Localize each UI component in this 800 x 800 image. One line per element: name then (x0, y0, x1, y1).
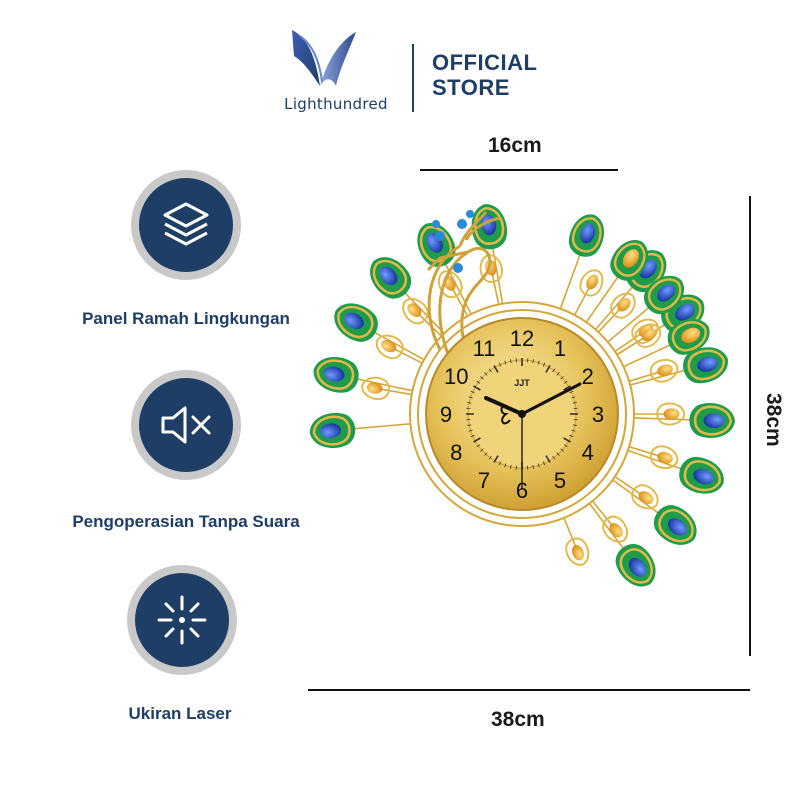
clock-number: 9 (440, 402, 452, 427)
bottom-width-label: 38cm (491, 708, 545, 731)
clock-number: 8 (450, 440, 462, 465)
peacock-feather (649, 445, 679, 469)
clock-number: 6 (516, 478, 528, 503)
peacock-feather (334, 303, 378, 342)
peacock-eye (453, 263, 463, 273)
top-width-label: 16cm (488, 134, 542, 157)
peacock-feather (631, 484, 659, 510)
official-store-label: OFFICIAL STORE (432, 50, 537, 100)
feather-group (309, 204, 735, 587)
peacock-feather (309, 412, 356, 448)
peacock-feather (569, 214, 604, 257)
official-label: OFFICIAL (432, 50, 538, 75)
clock-number: 2 (582, 364, 594, 389)
peacock-feather (602, 515, 628, 543)
layers-icon (163, 202, 209, 246)
clock-center-cap (518, 410, 526, 418)
mute-speaker-icon (161, 406, 211, 444)
bottom-width-line (308, 689, 750, 691)
peacock-feather (615, 544, 656, 587)
peacock-feather (649, 359, 679, 383)
feature-eco-panel-badge (131, 170, 241, 280)
laser-burst-icon (157, 595, 207, 645)
peacock-feather (361, 376, 390, 400)
header-divider (412, 44, 414, 112)
clock-number: 1 (554, 336, 566, 361)
peacock-feather (375, 334, 404, 360)
clock-number: 7 (478, 468, 490, 493)
middle-ring (417, 309, 627, 519)
clock-number: 11 (473, 336, 496, 361)
feature-silent-label: Pengoperasian Tanpa Suara (72, 512, 300, 531)
top-width-line (420, 169, 618, 171)
peacock-feather (654, 505, 697, 545)
peacock-feather (656, 402, 686, 426)
clock-number: 10 (444, 364, 468, 389)
clock-brand: JJT (514, 378, 530, 388)
peacock-feather (679, 457, 724, 494)
clock-hands (484, 382, 582, 488)
peacock-feather (579, 269, 604, 297)
peacock-feather (610, 292, 636, 319)
height-line (749, 196, 751, 656)
clock-number: 12 (510, 326, 534, 351)
feature-silent-badge (131, 370, 241, 480)
peacock-feather (643, 275, 684, 315)
clock-number: 4 (582, 440, 594, 465)
peacock-feather (313, 357, 359, 393)
feature-laser-badge (127, 565, 237, 675)
peacock-feather (667, 318, 710, 355)
peacock-feather (634, 323, 662, 348)
peacock-feather (370, 257, 412, 299)
clock-number: 3 (592, 402, 604, 427)
outer-ring (409, 301, 635, 527)
minute-ticks (466, 358, 578, 470)
peacock-feather (689, 403, 735, 438)
brand-logo-icon (292, 30, 356, 86)
clock-number: 5 (554, 468, 566, 493)
peacock-feather (402, 298, 429, 325)
brand-name: Lighthundred (284, 95, 388, 113)
feature-laser-label: Ukiran Laser (128, 704, 232, 723)
minute-hand (520, 382, 582, 416)
peacock-feather (565, 537, 590, 566)
height-label: 38cm (762, 393, 785, 447)
peacock-feather (683, 347, 728, 384)
peacock-feather (610, 240, 648, 281)
feature-eco-panel-label: Panel Ramah Lingkungan (82, 309, 290, 328)
crest-gems (432, 210, 474, 241)
store-label: STORE (432, 75, 510, 100)
